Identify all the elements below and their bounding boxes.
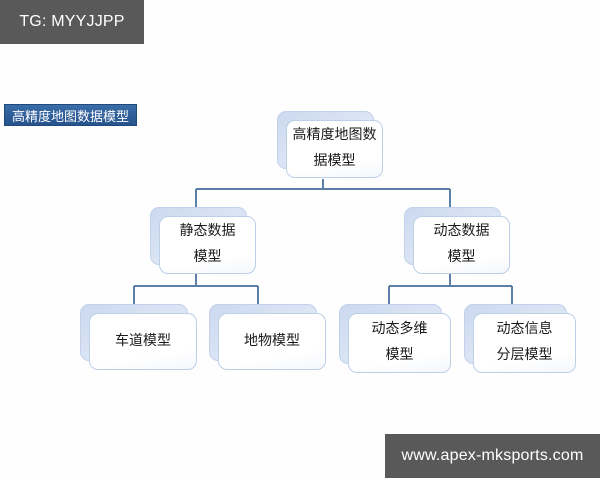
node-feature-model[interactable]: 地物模型 xyxy=(209,304,326,370)
node-label-line-1: 静态数据 xyxy=(179,223,236,240)
node-label-line-2: 分层模型 xyxy=(496,347,553,363)
node-card: 地物模型 xyxy=(218,313,326,370)
node-label-line-1: 动态数据 xyxy=(433,223,490,240)
node-label-line-1: 动态信息 xyxy=(496,321,553,338)
highlighted-title-tag: 高精度地图数据模型 xyxy=(4,104,138,126)
node-card: 动态信息 分层模型 xyxy=(473,313,576,373)
node-root[interactable]: 高精度地图数 据模型 xyxy=(277,111,383,178)
node-card: 动态数据 模型 xyxy=(413,216,510,274)
node-label-line-2: 据模型 xyxy=(313,153,356,169)
watermark-bottom-banner: www.apex-mksports.com xyxy=(385,434,600,478)
node-label-line-1: 车道模型 xyxy=(115,332,171,349)
node-dynamic-data-model[interactable]: 动态数据 模型 xyxy=(404,207,510,274)
node-dynamic-multidim-model[interactable]: 动态多维 模型 xyxy=(339,304,451,373)
watermark-top-text: TG: MYYJJPP xyxy=(19,13,125,30)
node-card: 动态多维 模型 xyxy=(348,313,451,373)
node-static-data-model[interactable]: 静态数据 模型 xyxy=(150,207,256,274)
node-label-line-1: 地物模型 xyxy=(244,332,300,349)
node-label-line-1: 动态多维 xyxy=(371,321,428,338)
watermark-top-banner: TG: MYYJJPP xyxy=(0,0,144,44)
node-dynamic-info-layered-model[interactable]: 动态信息 分层模型 xyxy=(464,304,576,373)
watermark-bottom-text: www.apex-mksports.com xyxy=(401,447,584,464)
node-label-line-1: 高精度地图数 xyxy=(292,127,377,144)
node-card: 静态数据 模型 xyxy=(159,216,256,274)
highlighted-title-text: 高精度地图数据模型 xyxy=(12,109,130,125)
node-card: 车道模型 xyxy=(89,313,197,370)
node-lane-model[interactable]: 车道模型 xyxy=(80,304,197,370)
node-label-line-2: 模型 xyxy=(447,249,476,265)
node-card: 高精度地图数 据模型 xyxy=(286,120,383,178)
node-label-line-2: 模型 xyxy=(385,347,414,363)
node-label-line-2: 模型 xyxy=(193,249,222,265)
